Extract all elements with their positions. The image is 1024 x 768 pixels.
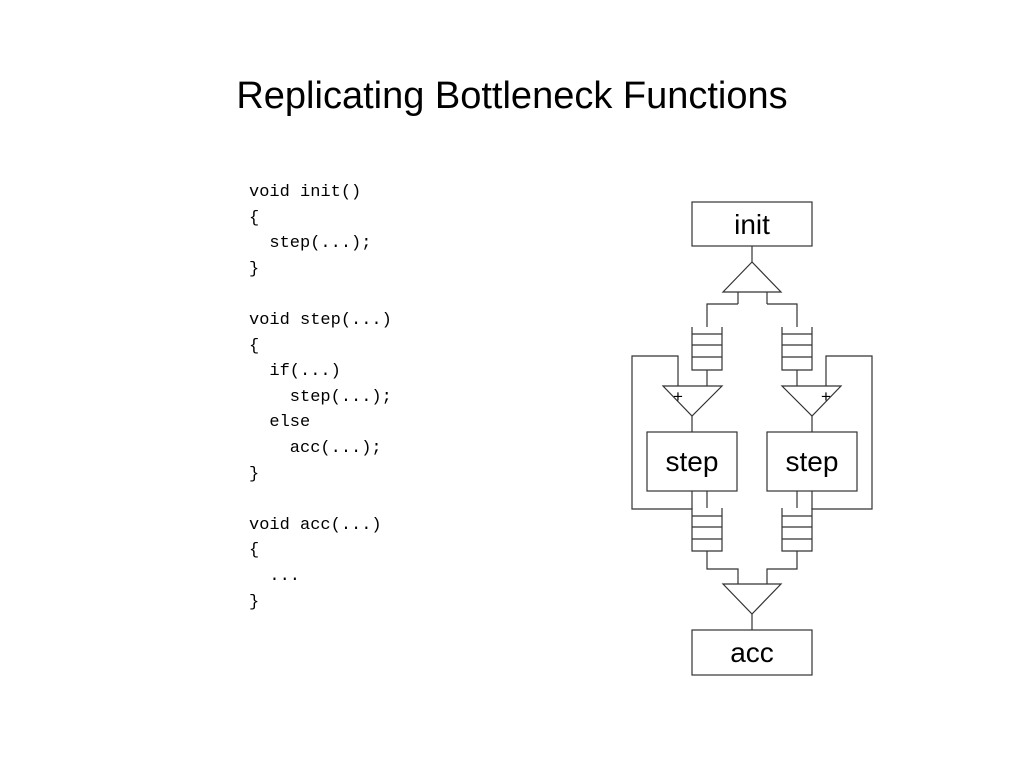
step-node-left <box>646 431 738 492</box>
branch-left-bottom <box>706 551 739 584</box>
branch-right-bottom <box>766 551 798 584</box>
code-line: acc(...); <box>249 438 382 458</box>
code-line: { <box>249 541 260 561</box>
merge-triangle-right <box>780 385 843 417</box>
queue-right-bottom <box>781 508 813 552</box>
code-line: } <box>249 464 260 484</box>
step-right-label: step <box>786 446 839 477</box>
code-line: void init() <box>249 183 362 202</box>
slide-title: Replicating Bottleneck Functions <box>236 75 788 117</box>
merge-right-sign: + <box>821 387 831 406</box>
branch-right-top <box>767 303 798 327</box>
code-line: } <box>249 259 260 279</box>
branch-left-top <box>706 303 738 327</box>
code-line: { <box>249 336 260 356</box>
split-triangle <box>721 261 783 293</box>
code-block: void init() { step(...); } void step(...… <box>249 180 392 615</box>
join-triangle <box>721 583 783 615</box>
acc-label: acc <box>730 637 774 668</box>
init-node <box>691 201 813 247</box>
acc-node <box>691 629 813 676</box>
step-left-label: step <box>666 446 719 477</box>
code-line: if(...) <box>249 362 341 382</box>
code-line: void acc(...) <box>249 515 382 535</box>
init-label: init <box>734 209 770 240</box>
merge-triangle-left <box>661 385 724 417</box>
code-line: void step(...) <box>249 310 392 330</box>
code-line: { <box>249 208 260 228</box>
queue-left-top <box>691 327 723 371</box>
code-line: ... <box>249 566 301 586</box>
code-line: step(...); <box>249 387 392 407</box>
step-node-right <box>766 431 858 492</box>
feedback-loop-left <box>631 355 693 510</box>
queue-left-bottom <box>691 508 723 552</box>
merge-left-sign: + <box>673 387 683 406</box>
code-line: else <box>249 413 311 433</box>
code-line: step(...); <box>249 234 372 254</box>
code-line: } <box>249 592 260 612</box>
queue-right-top <box>781 327 813 371</box>
feedback-loop-right <box>811 355 873 510</box>
